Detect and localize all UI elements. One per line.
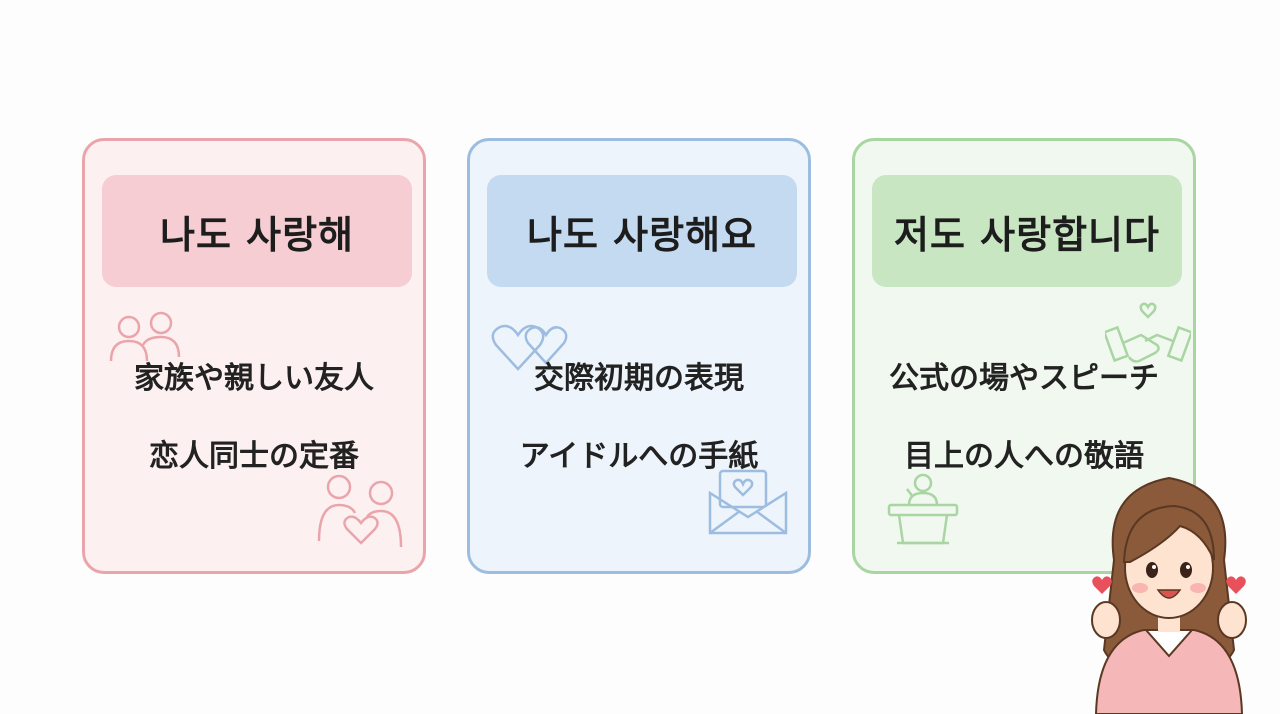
couple-heart-icon (317, 474, 403, 548)
people-icon (109, 311, 181, 362)
podium-speaker-icon (887, 473, 959, 545)
girl-finger-heart-illustration (1091, 476, 1247, 714)
card-title: 나도 사랑해 (102, 175, 412, 287)
usage-line-2: 恋人同士の定番 (149, 439, 359, 474)
usage-line-1: 公式の場やスピーチ (889, 361, 1159, 396)
usage-line-2: 目上の人への敬語 (904, 439, 1144, 474)
usage-line-1: 家族や親しい友人 (134, 361, 374, 396)
handshake-heart-icon (1105, 302, 1191, 363)
usage-line-2: アイドルへの手紙 (519, 439, 759, 474)
card-title: 저도 사랑합니다 (872, 175, 1182, 287)
card-casual: 나도 사랑해 家族や親しい友人 恋人同士の定番 (82, 138, 426, 574)
love-letter-icon (708, 469, 788, 535)
hearts-outline-icon (491, 324, 568, 371)
usage-line-1: 交際初期の表現 (534, 361, 744, 396)
card-polite: 나도 사랑해요 交際初期の表現 アイドルへの手紙 (467, 138, 811, 574)
card-title: 나도 사랑해요 (487, 175, 797, 287)
